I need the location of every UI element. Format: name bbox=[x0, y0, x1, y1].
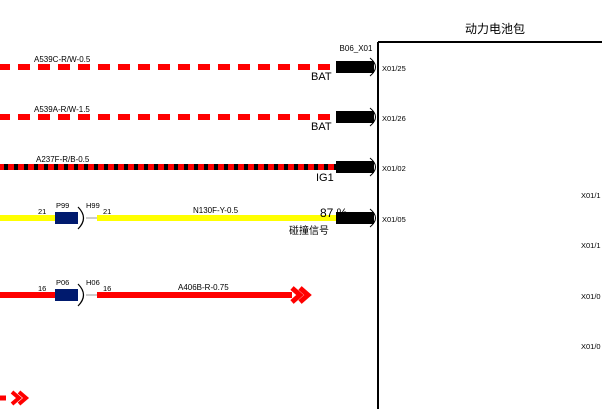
pin-label: X01/25 bbox=[382, 64, 406, 73]
signal-label: 碰撞信号 bbox=[289, 224, 329, 237]
right-pin-label: X01/0 bbox=[581, 292, 601, 301]
signal-extra-label: 87 % bbox=[320, 206, 348, 220]
signal-label: BAT bbox=[311, 121, 332, 133]
inline-connector-plug bbox=[55, 212, 78, 224]
right-connector-id: H06 bbox=[86, 278, 100, 287]
wire-a539a[interactable]: A539A-R/W-1.5 BAT X01/26 bbox=[0, 105, 406, 133]
pin-label: X01/26 bbox=[382, 114, 406, 123]
pin-bracket bbox=[369, 208, 376, 228]
left-pin-number: 16 bbox=[38, 284, 46, 293]
left-connector-id: P06 bbox=[56, 278, 69, 287]
terminal-block bbox=[336, 212, 374, 224]
inline-connector-bracket bbox=[77, 206, 85, 230]
wire-label: N130F-Y-0.5 bbox=[193, 206, 239, 215]
right-pin-number: 16 bbox=[103, 284, 111, 293]
left-connector-id: P99 bbox=[56, 201, 69, 210]
wire-a406b[interactable]: 16 P06 H06 16 A406B-R-0.75 bbox=[0, 278, 312, 307]
pin-bracket bbox=[369, 157, 376, 177]
pin-bracket bbox=[369, 57, 376, 77]
pin-label: X01/05 bbox=[382, 215, 406, 224]
wire-label: A539A-R/W-1.5 bbox=[34, 105, 90, 114]
pin-bracket bbox=[369, 107, 376, 127]
wire-label: A539C-R/W-0.5 bbox=[34, 55, 91, 64]
inline-connector-bracket bbox=[77, 283, 85, 307]
left-pin-number: 21 bbox=[38, 207, 46, 216]
right-pin-number: 21 bbox=[103, 207, 111, 216]
wire-n130f[interactable]: 21 P99 H99 21 N130F-Y-0.5 87 % 碰撞信号 X01/… bbox=[0, 201, 406, 237]
wire-label: A406B-R-0.75 bbox=[178, 283, 229, 292]
connector-id: B06_X01 bbox=[340, 44, 373, 53]
wire-a539c[interactable]: A539C-R/W-0.5 BAT X01/25 bbox=[0, 55, 406, 83]
right-pin-label: X01/1 bbox=[581, 191, 601, 200]
terminal-block bbox=[336, 61, 374, 73]
continuation-arrow-icon[interactable] bbox=[10, 390, 30, 406]
terminal-block bbox=[336, 111, 374, 123]
pin-label: X01/02 bbox=[382, 164, 406, 173]
signal-label: BAT bbox=[311, 71, 332, 83]
continuation-arrow-icon[interactable] bbox=[290, 286, 312, 304]
wire-a237f[interactable]: A237F-R/B-0.5 IG1 X01/02 bbox=[0, 155, 406, 184]
terminal-block bbox=[336, 161, 374, 173]
component-title: 动力电池包 bbox=[465, 22, 525, 36]
right-pin-label: X01/0 bbox=[581, 342, 601, 351]
wire-fragment-bottom[interactable] bbox=[0, 390, 30, 406]
signal-label: IG1 bbox=[316, 172, 334, 184]
right-connector-id: H99 bbox=[86, 201, 100, 210]
inline-connector-plug bbox=[55, 289, 78, 301]
wire-label: A237F-R/B-0.5 bbox=[36, 155, 90, 164]
right-pin-label: X01/1 bbox=[581, 241, 601, 250]
